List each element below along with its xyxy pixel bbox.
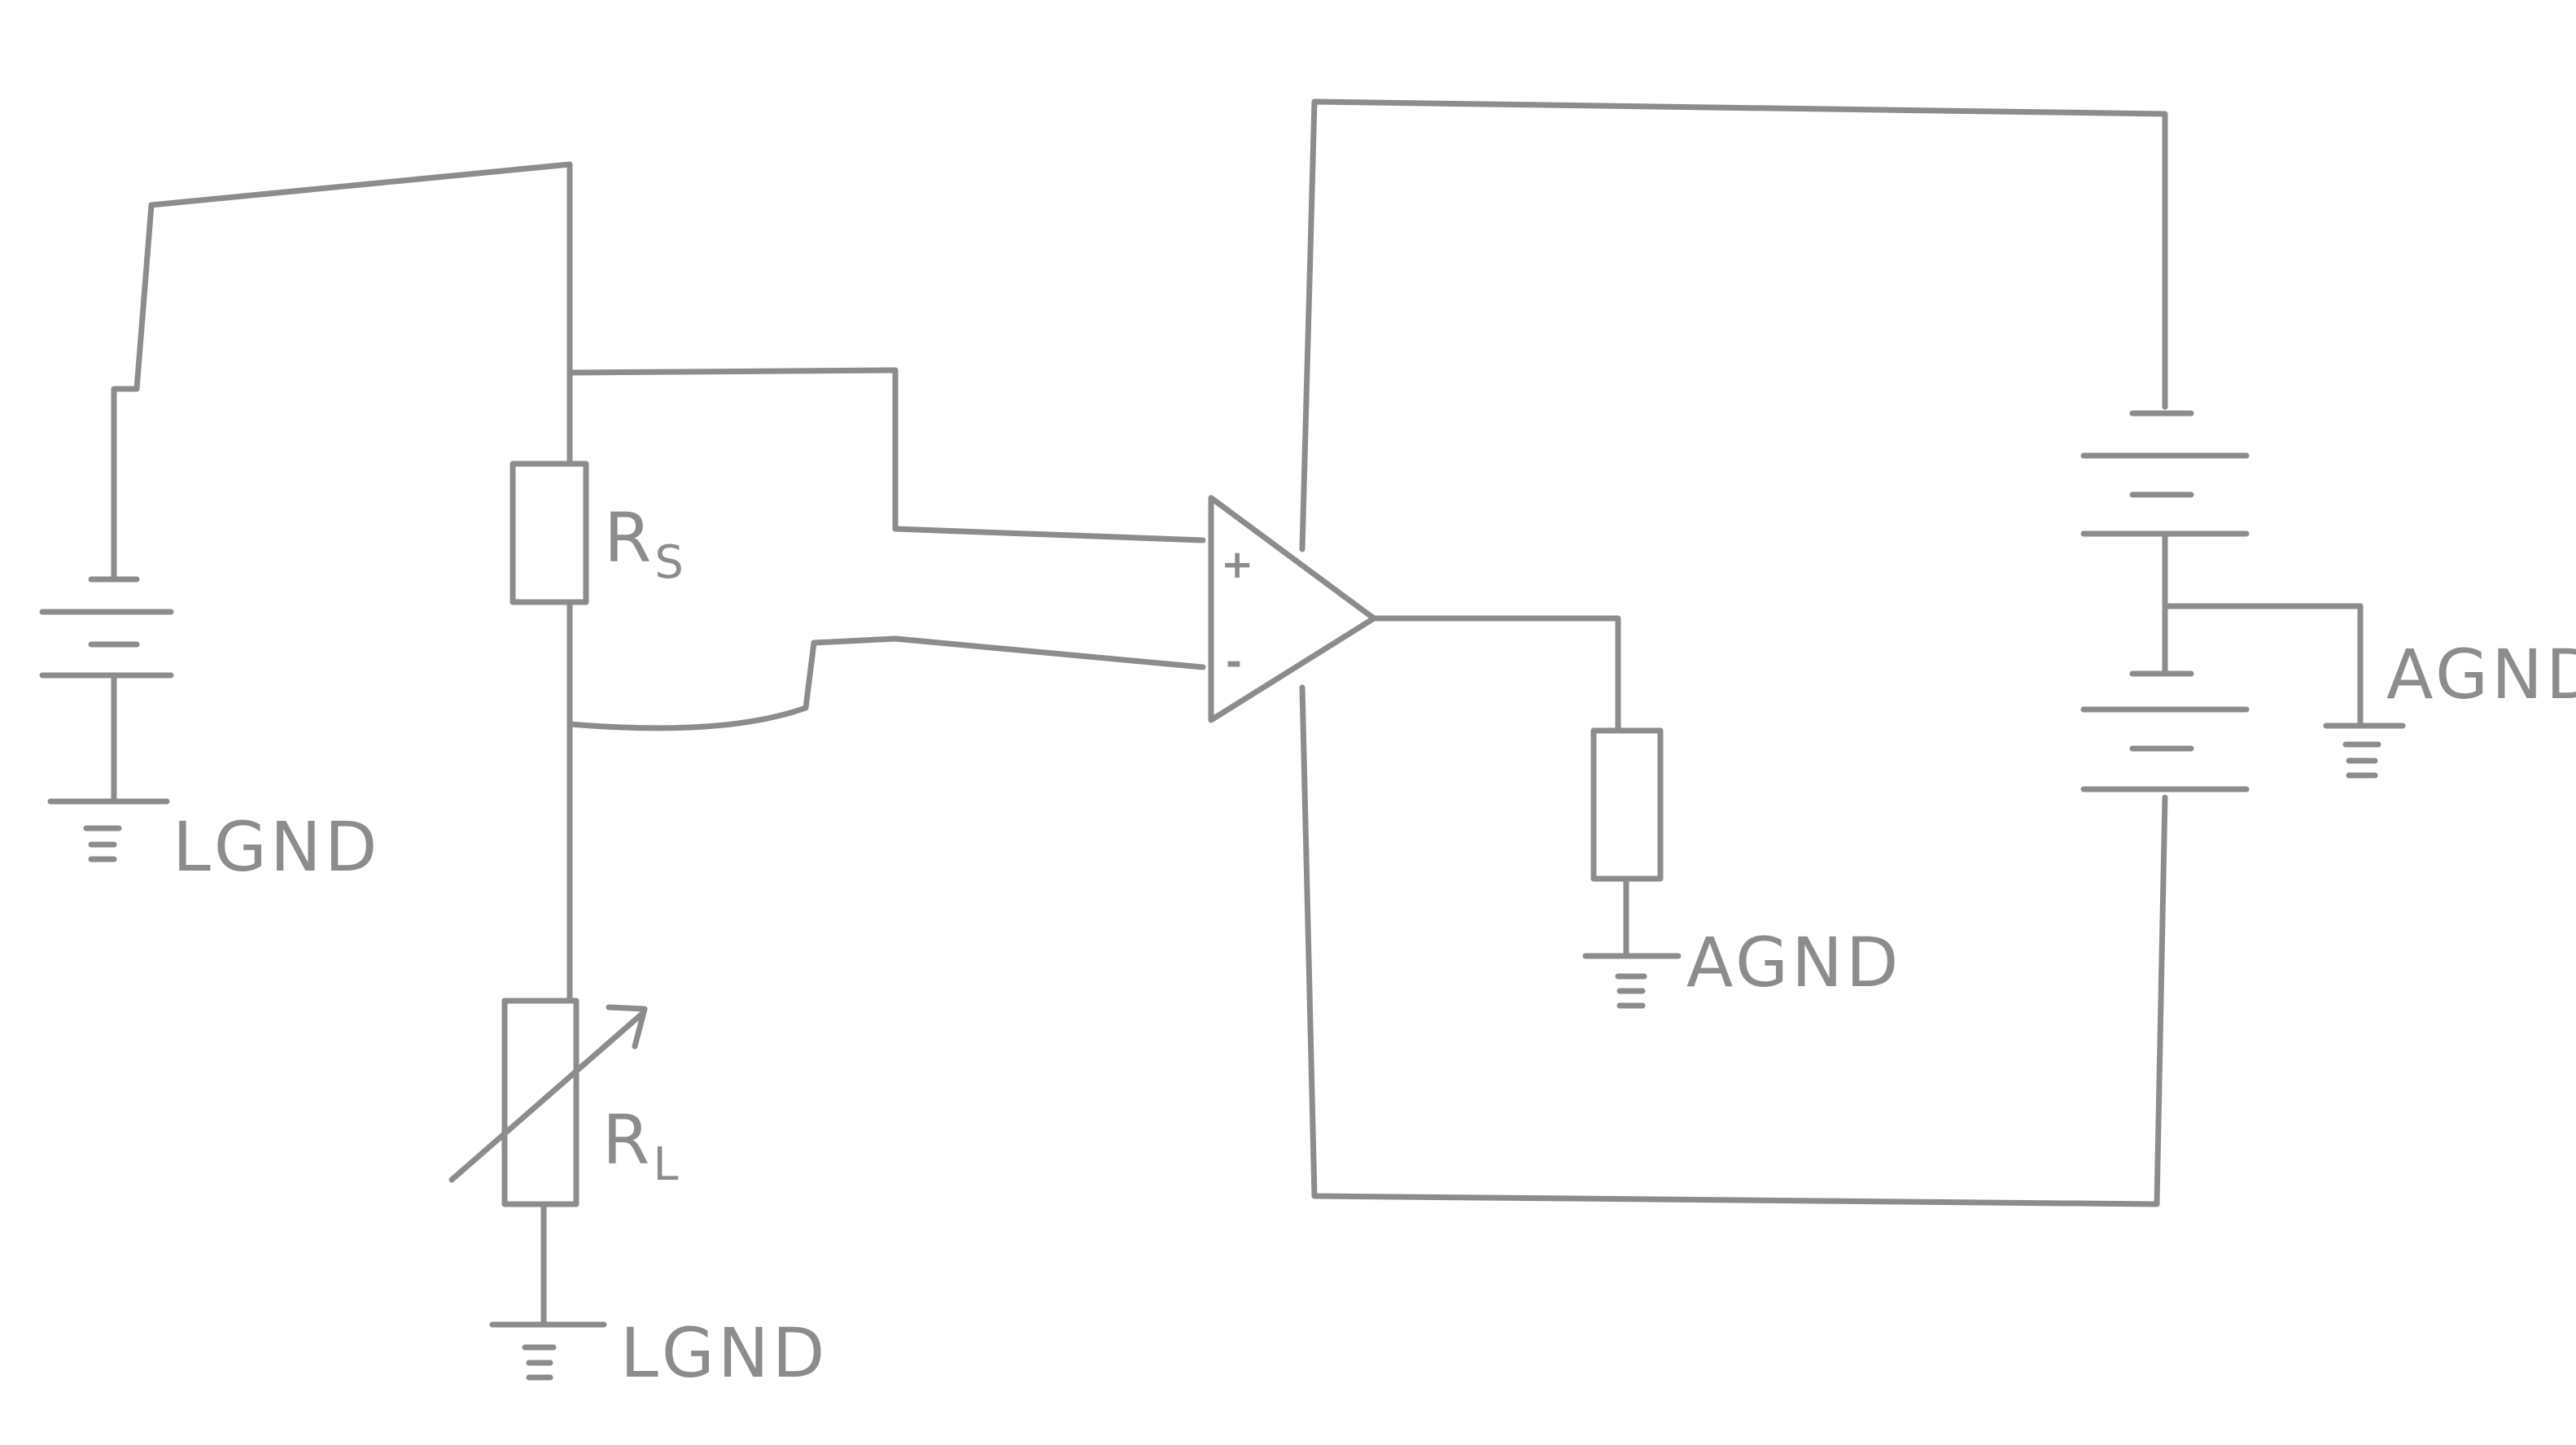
variable-arrow-icon [448, 1004, 648, 1183]
wire-to-inverting-input [566, 635, 1206, 731]
rs-label: RS [604, 498, 687, 589]
lgnd-symbol-battery [47, 798, 170, 862]
agnd-label-resistor: AGND [1686, 923, 1902, 1002]
lgnd-label-battery: LGND [173, 807, 380, 887]
lgnd-label-bottom: LGND [620, 1313, 828, 1393]
op-amp-plus-label: + [1221, 542, 1253, 587]
resistor-rs [510, 461, 589, 605]
wire-opamp-output [1371, 615, 1621, 734]
wire-opamp-supply-top [1299, 98, 2168, 552]
agnd-symbol-right [2323, 722, 2406, 779]
right-battery-top [2080, 410, 2250, 537]
resistor-load [1590, 727, 1664, 882]
wire-opamp-supply-bottom [1299, 684, 2168, 1207]
rl-label: RL [602, 1100, 682, 1191]
wire-midpoint-to-agnd [2162, 530, 2364, 727]
right-battery-bottom [2080, 670, 2250, 792]
left-battery [39, 576, 174, 805]
agnd-label-right: AGND [2386, 635, 2576, 714]
op-amp-minus-label: - [1226, 640, 1242, 685]
wire-to-noninverting-input [566, 367, 1206, 544]
agnd-symbol-resistor [1582, 953, 1682, 1009]
left-supply-loop [111, 161, 573, 581]
op-amp [1208, 495, 1377, 723]
lgnd-symbol-bottom [489, 1321, 607, 1381]
